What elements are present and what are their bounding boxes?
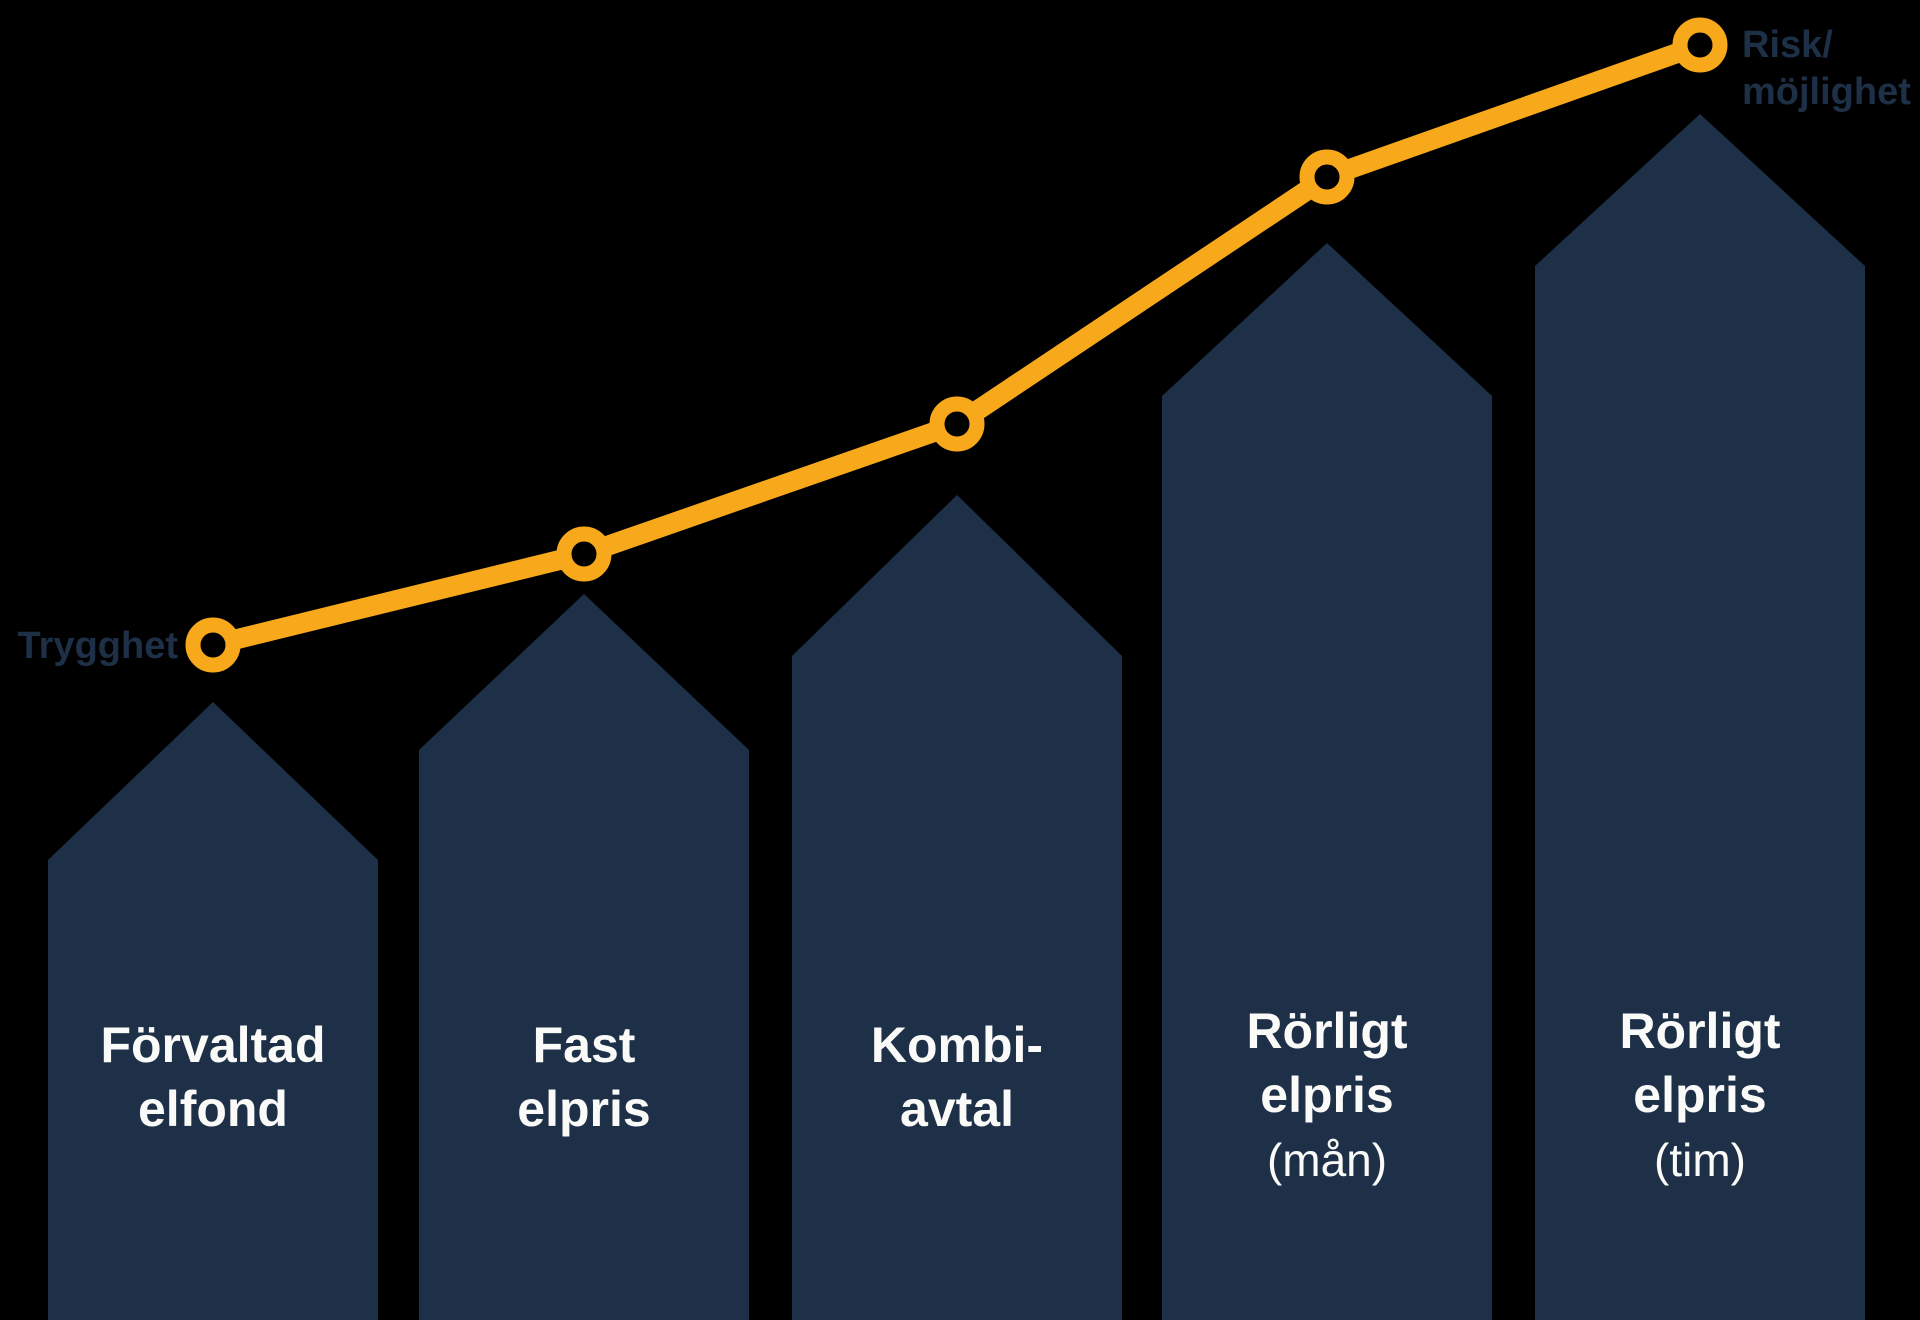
right-axis-annotation-line2: möjlighet (1742, 71, 1911, 113)
line-marker-2 (929, 396, 985, 452)
line-marker-1 (556, 526, 612, 582)
line-marker-3 (1299, 149, 1355, 205)
bar-3 (1162, 243, 1492, 1320)
bar-0 (48, 702, 378, 1320)
bar-label-2-line-0: Kombi- (871, 1017, 1043, 1073)
bar-label-4-line-0: Rörligt (1619, 1003, 1780, 1059)
bar-label-0-line-0: Förvaltad (100, 1017, 325, 1073)
bar-1 (419, 594, 749, 1320)
bar-sublabel-3: (mån) (1267, 1134, 1387, 1186)
bar-label-3-line-0: Rörligt (1246, 1003, 1407, 1059)
left-axis-annotation: Trygghet (18, 625, 179, 667)
bar-2 (792, 495, 1122, 1320)
line-marker-0 (185, 617, 241, 673)
bar-labels-group: Förvaltad elfond Fast elpris Kombi-avtal Rörl… (100, 1003, 1780, 1186)
bar-label-0-line-1: elfond (138, 1081, 288, 1137)
bar-label-1-line-0: Fast (533, 1017, 636, 1073)
markers-group (185, 17, 1728, 673)
bar-4 (1535, 114, 1865, 1320)
bars-group (48, 114, 1865, 1320)
bar-label-4-line-1: elpris (1633, 1067, 1766, 1123)
bar-sublabel-4: (tim) (1654, 1134, 1746, 1186)
bar-label-2-line-1: avtal (900, 1081, 1014, 1137)
line-marker-4 (1672, 17, 1728, 73)
right-axis-annotation-line1: Risk/ (1742, 24, 1833, 66)
bar-label-3-line-1: elpris (1260, 1067, 1393, 1123)
bar-label-1-line-1: elpris (517, 1081, 650, 1137)
